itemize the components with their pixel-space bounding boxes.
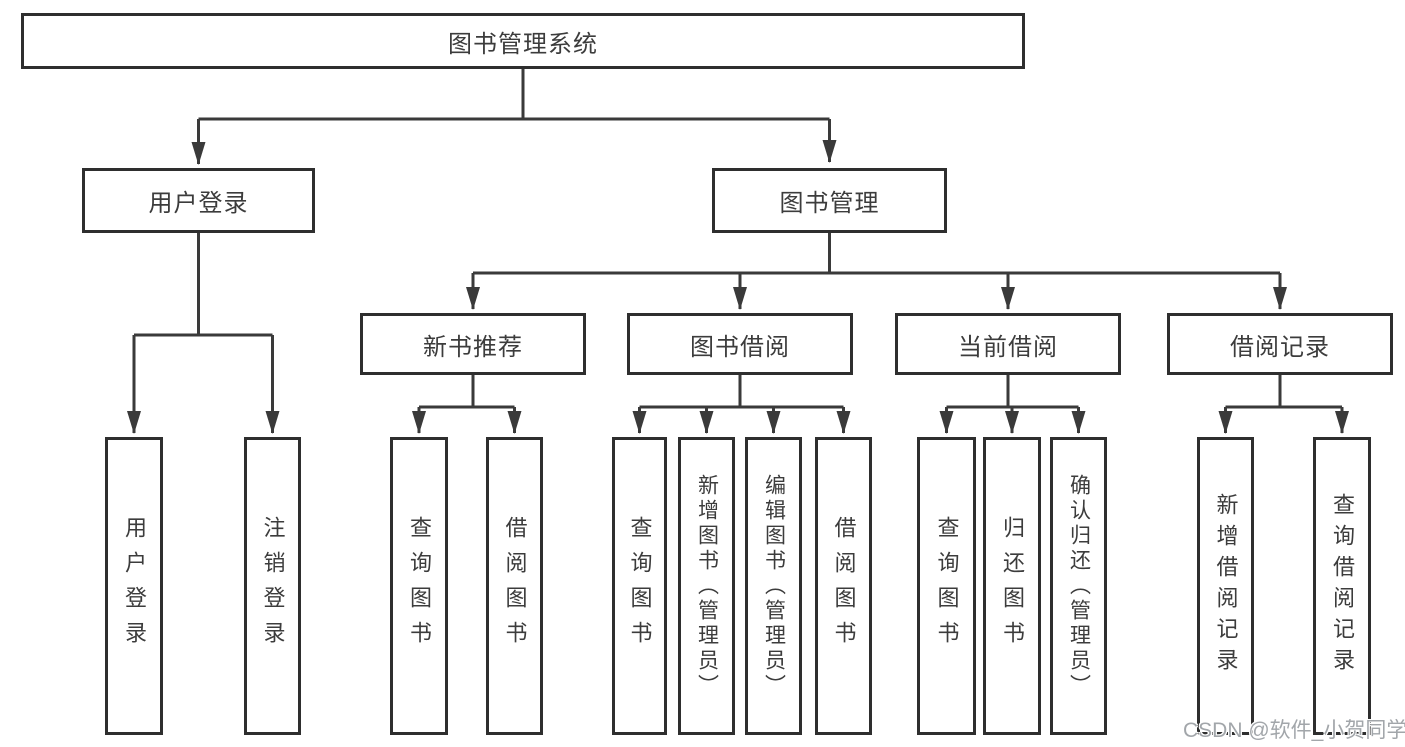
node-logout-leaf: 注销登录 — [244, 437, 301, 735]
node-edit-books-admin: 编辑图书（管理员） — [745, 437, 802, 735]
node-borrowing-records: 借阅记录 — [1167, 313, 1393, 375]
node-query-books-1-label: 查询图书 — [407, 516, 432, 656]
node-user-login: 用户登录 — [82, 168, 315, 233]
connector-bookmgmt-to-level3 — [473, 233, 1280, 275]
node-root-label: 图书管理系统 — [448, 30, 598, 58]
node-root: 图书管理系统 — [21, 13, 1025, 69]
node-book-management-label: 图书管理 — [779, 190, 880, 217]
node-user-login-leaf-label: 用户登录 — [122, 516, 147, 656]
node-query-books-1: 查询图书 — [390, 437, 448, 735]
node-confirm-return-admin: 确认归还（管理员） — [1050, 437, 1107, 735]
connector-root-to-level2 — [198, 69, 830, 121]
connector-borrowing-to-leaves — [639, 375, 844, 409]
node-new-book-recommendation-label: 新书推荐 — [423, 333, 523, 361]
node-query-books-3: 查询图书 — [917, 437, 976, 735]
node-borrow-books-2-label: 借阅图书 — [831, 516, 857, 656]
csdn-watermark: CSDN @软件_小贺同学 — [1183, 719, 1405, 742]
node-book-management: 图书管理 — [712, 168, 947, 233]
node-current-borrowing: 当前借阅 — [895, 313, 1121, 375]
node-new-book-recommendation: 新书推荐 — [360, 313, 586, 375]
node-query-books-2-label: 查询图书 — [627, 516, 653, 656]
node-current-borrowing-label: 当前借阅 — [958, 333, 1058, 361]
connector-newbook-to-leaves — [419, 375, 515, 409]
node-return-books-label: 归还图书 — [1000, 516, 1025, 656]
node-confirm-return-admin-label: 确认归还（管理员） — [1067, 473, 1091, 699]
node-query-borrow-record-label: 查询借阅记录 — [1330, 493, 1355, 679]
connector-userlogin-to-leaves — [134, 233, 273, 337]
node-user-login-label: 用户登录 — [148, 190, 249, 217]
node-book-borrowing-label: 图书借阅 — [690, 333, 790, 361]
node-book-borrowing: 图书借阅 — [627, 313, 853, 375]
node-borrow-books-2: 借阅图书 — [815, 437, 872, 735]
node-user-login-leaf: 用户登录 — [105, 437, 163, 735]
node-borrowing-records-label: 借阅记录 — [1230, 333, 1330, 361]
node-edit-books-admin-label: 编辑图书（管理员） — [762, 473, 786, 699]
connector-records-to-leaves — [1225, 375, 1342, 409]
node-return-books: 归还图书 — [983, 437, 1041, 735]
connector-current-to-leaves — [946, 375, 1079, 409]
node-add-borrow-record-label: 新增借阅记录 — [1213, 493, 1239, 679]
node-add-books-admin-label: 新增图书（管理员） — [695, 473, 719, 699]
node-query-books-3-label: 查询图书 — [934, 516, 960, 656]
node-query-books-2: 查询图书 — [612, 437, 667, 735]
node-borrow-books-1: 借阅图书 — [486, 437, 543, 735]
node-logout-leaf-label: 注销登录 — [260, 516, 286, 656]
node-add-books-admin: 新增图书（管理员） — [678, 437, 735, 735]
node-borrow-books-1-label: 借阅图书 — [502, 516, 528, 656]
node-add-borrow-record: 新增借阅记录 — [1197, 437, 1254, 735]
node-query-borrow-record: 查询借阅记录 — [1313, 437, 1371, 735]
